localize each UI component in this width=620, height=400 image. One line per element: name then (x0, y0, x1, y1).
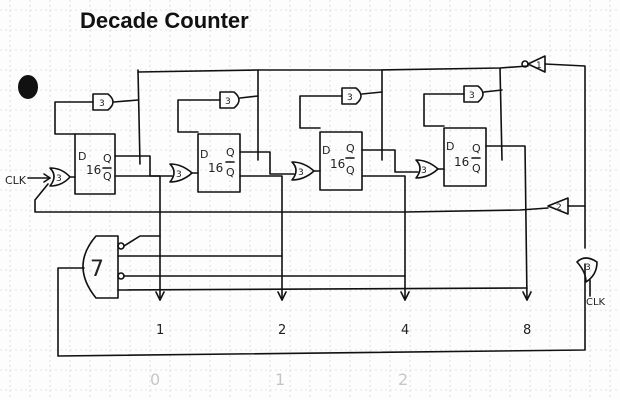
gate-3-or-stage2: 3 (114, 155, 199, 183)
output-label-1: 1 (156, 323, 164, 338)
page-title: Decade Counter (80, 8, 249, 33)
ff3-d-label: D (322, 144, 330, 157)
gate-3-or-right-label: 3 (585, 263, 591, 273)
output-label-4: 4 (401, 323, 409, 338)
ff2-q-label: Q (226, 146, 235, 159)
ff2-d-label: D (200, 148, 208, 161)
output-arrowheads (155, 291, 532, 301)
output-label-2: 2 (278, 323, 286, 338)
gate-3-and-stage2: 3 (177, 91, 259, 133)
gate-3-or-stage4: 3 (361, 149, 445, 179)
faint-digit-1: 1 (275, 370, 285, 389)
ff4-d-label: D (446, 140, 454, 153)
gate-3-or-label-3: 3 (298, 168, 304, 178)
wire-output-1 (114, 175, 161, 301)
ff4-q-label: Q (472, 142, 481, 155)
gate-3-label-4: 3 (469, 91, 475, 101)
gate-1-inverter: 1 (521, 55, 586, 249)
gate-3-and-stage4: 3 (423, 85, 503, 127)
ff2-number: 16 (208, 161, 223, 175)
gate-3-or-label-2: 3 (176, 170, 182, 180)
gate-3-or-label-4: 3 (421, 166, 427, 176)
clock-input: CLK (5, 173, 51, 187)
ff1-qbar-label: Q (103, 170, 112, 183)
wire-output-4 (361, 175, 406, 301)
gate-3-or-label-1: 3 (56, 174, 62, 184)
ff1-d-label: D (78, 150, 86, 163)
gate-3-label-1: 3 (99, 99, 105, 109)
wire-output-2 (239, 175, 283, 301)
ff3-q-label: Q (346, 142, 355, 155)
output-label-8: 8 (523, 323, 531, 338)
flip-flop-2: D 16 Q Q (197, 133, 241, 193)
wire-top-left-vertical (137, 69, 141, 165)
gate-3-and-stage1: 3 (54, 93, 139, 135)
wire-feedback-bus (34, 183, 549, 213)
gate-1-label: 1 (536, 61, 542, 71)
clk-right-label: CLK (586, 297, 606, 308)
ff3-qbar-label: Q (346, 164, 355, 177)
gate-2-label: 2 (556, 203, 562, 213)
gate-3-or-stage3: 3 (239, 151, 321, 181)
ff3-number: 16 (330, 157, 345, 171)
gate-3-label-2: 3 (225, 97, 231, 107)
gate-3-label-3: 3 (347, 93, 353, 103)
flip-flop-3: D 16 Q Q (319, 131, 363, 191)
gate-7-and: 7 (57, 235, 586, 357)
flip-flop-4: D 16 Q Q (443, 127, 487, 187)
clk-input-label: CLK (5, 174, 27, 187)
ff2-qbar-label: Q (226, 166, 235, 179)
ff1-q-label: Q (103, 152, 112, 165)
ff1-number: 16 (86, 163, 101, 177)
wire-top-tap-4 (499, 67, 503, 161)
gate-3-or-stage1: 3 (49, 167, 76, 187)
ink-blot (18, 75, 38, 99)
gate-7-label: 7 (90, 257, 104, 282)
faint-digit-0: 0 (150, 370, 160, 389)
faint-digit-2: 2 (398, 370, 408, 389)
gate-3-or-right: 3 CLK (576, 257, 606, 308)
wire-top-bus (137, 65, 529, 73)
faint-bottom-digits: 0 1 2 (150, 370, 408, 389)
flip-flop-1: D 16 Q Q (74, 133, 116, 195)
ff4-qbar-label: Q (472, 162, 481, 175)
ff4-number: 16 (454, 155, 469, 169)
wire-output-8 (485, 145, 528, 301)
gate-2-inverter: 2 (547, 197, 586, 215)
gate-3-and-stage3: 3 (299, 87, 383, 129)
